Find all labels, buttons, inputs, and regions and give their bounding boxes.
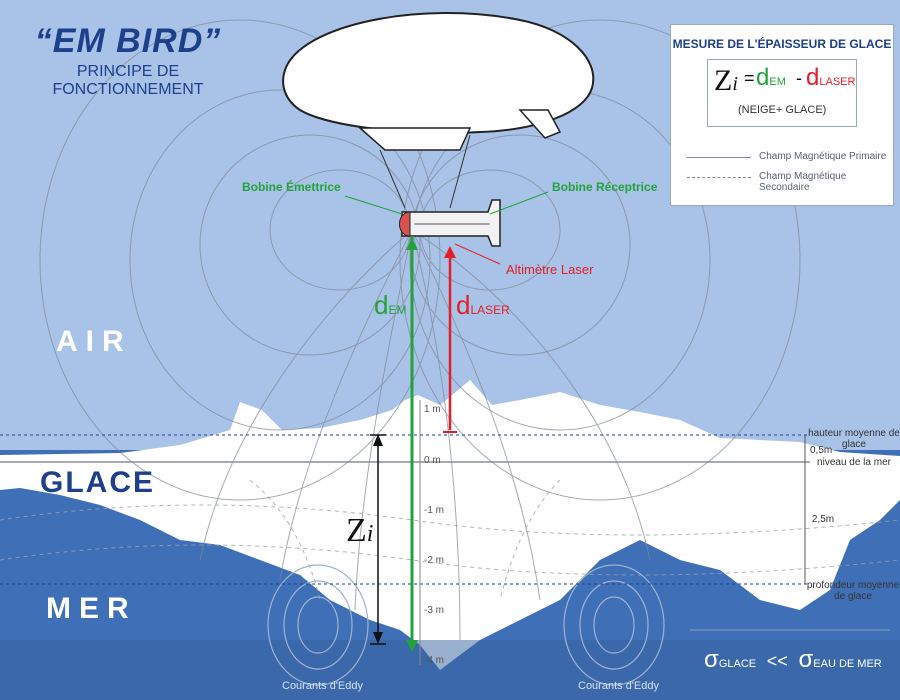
eddy-label-left: Courants d'Eddy xyxy=(282,680,363,692)
depth-tick-label: 0 m xyxy=(424,455,441,466)
legend-panel: MESURE DE L'ÉPAISSEUR DE GLACE Zi = dEM … xyxy=(670,24,894,206)
conductivity-relation: σGLACE << σEAU DE MER xyxy=(704,646,882,673)
airship-fin xyxy=(518,109,562,139)
sea-level-note: niveau de la mer xyxy=(817,457,891,468)
depth-tick-label: -4 m xyxy=(424,655,444,666)
secondary-field-legend-line xyxy=(687,177,751,178)
secondary-field-lines xyxy=(0,479,900,601)
d-laser-arrowhead-top xyxy=(444,246,456,258)
zi-label: Zi xyxy=(346,512,374,549)
eddy-currents xyxy=(267,564,665,686)
depth-tick-label: -3 m xyxy=(424,605,444,616)
mean-ice-depth-note: profondeur moyenne de glace xyxy=(806,580,900,602)
emitter-coil-label: Bobine Émettrice xyxy=(242,180,341,194)
zone-air: AIR xyxy=(56,325,132,358)
airship-gondola xyxy=(358,127,472,151)
eddy-label-right: Courants d'Eddy xyxy=(578,680,659,692)
depth-tick-label: -2 m xyxy=(424,555,444,566)
thickness-05m-note: 0,5m xyxy=(810,445,833,456)
d-em-label: dEM xyxy=(374,290,407,320)
zi-arrow-bottom xyxy=(373,632,383,644)
formula-box: Zi = dEM - dLASER (NEIGE+ GLACE) xyxy=(707,59,857,127)
zone-ice: GLACE xyxy=(40,466,155,499)
primary-field-legend-line xyxy=(687,157,751,158)
tether-cable xyxy=(449,134,471,209)
d-laser-label: dLASER xyxy=(456,290,510,320)
formula-minus: - xyxy=(796,68,802,88)
mean-ice-height-note: hauteur moyenne de glace xyxy=(808,428,900,450)
leader-laser xyxy=(454,243,501,265)
zone-sea: MER xyxy=(46,592,137,625)
laser-altimeter-label: Altimètre Laser xyxy=(506,262,594,277)
d-em-arrowhead-top xyxy=(406,238,418,250)
depth-tick-label: -1 m xyxy=(424,505,444,516)
receiver-coil-label: Bobine Réceptrice xyxy=(552,180,658,194)
depth-tick-label: 1 m xyxy=(424,404,441,415)
legend-title: MESURE DE L'ÉPAISSEUR DE GLACE xyxy=(672,37,892,51)
d-em-arrowhead xyxy=(406,640,418,652)
title: “EM BIRD” xyxy=(34,22,222,60)
subtitle: PRINCIPE DE FONCTIONNEMENT xyxy=(52,63,204,98)
formula-dem: dEM xyxy=(756,64,786,91)
formula-dlaser: dLASER xyxy=(806,64,856,91)
transmitter-coil xyxy=(399,211,411,237)
leader-emitter xyxy=(344,195,403,215)
secondary-field-legend-text: Champ Magnétique Secondaire xyxy=(759,171,847,193)
zi-arrow-top xyxy=(373,434,383,446)
formula-equals: = xyxy=(744,68,755,88)
em-bird-sensor xyxy=(401,199,501,247)
airship-body xyxy=(282,12,595,134)
title-block: “EM BIRD” PRINCIPE DE FONCTIONNEMENT xyxy=(8,22,248,99)
formula-note: (NEIGE+ GLACE) xyxy=(738,104,827,116)
tether-cable xyxy=(379,149,406,209)
deep-sea xyxy=(0,640,900,700)
formula-zi: Zi xyxy=(714,64,738,97)
primary-field-legend-text: Champ Magnétique Primaire xyxy=(759,151,887,162)
thickness-25m-note: 2,5m xyxy=(811,514,835,525)
leader-receiver xyxy=(489,191,549,215)
